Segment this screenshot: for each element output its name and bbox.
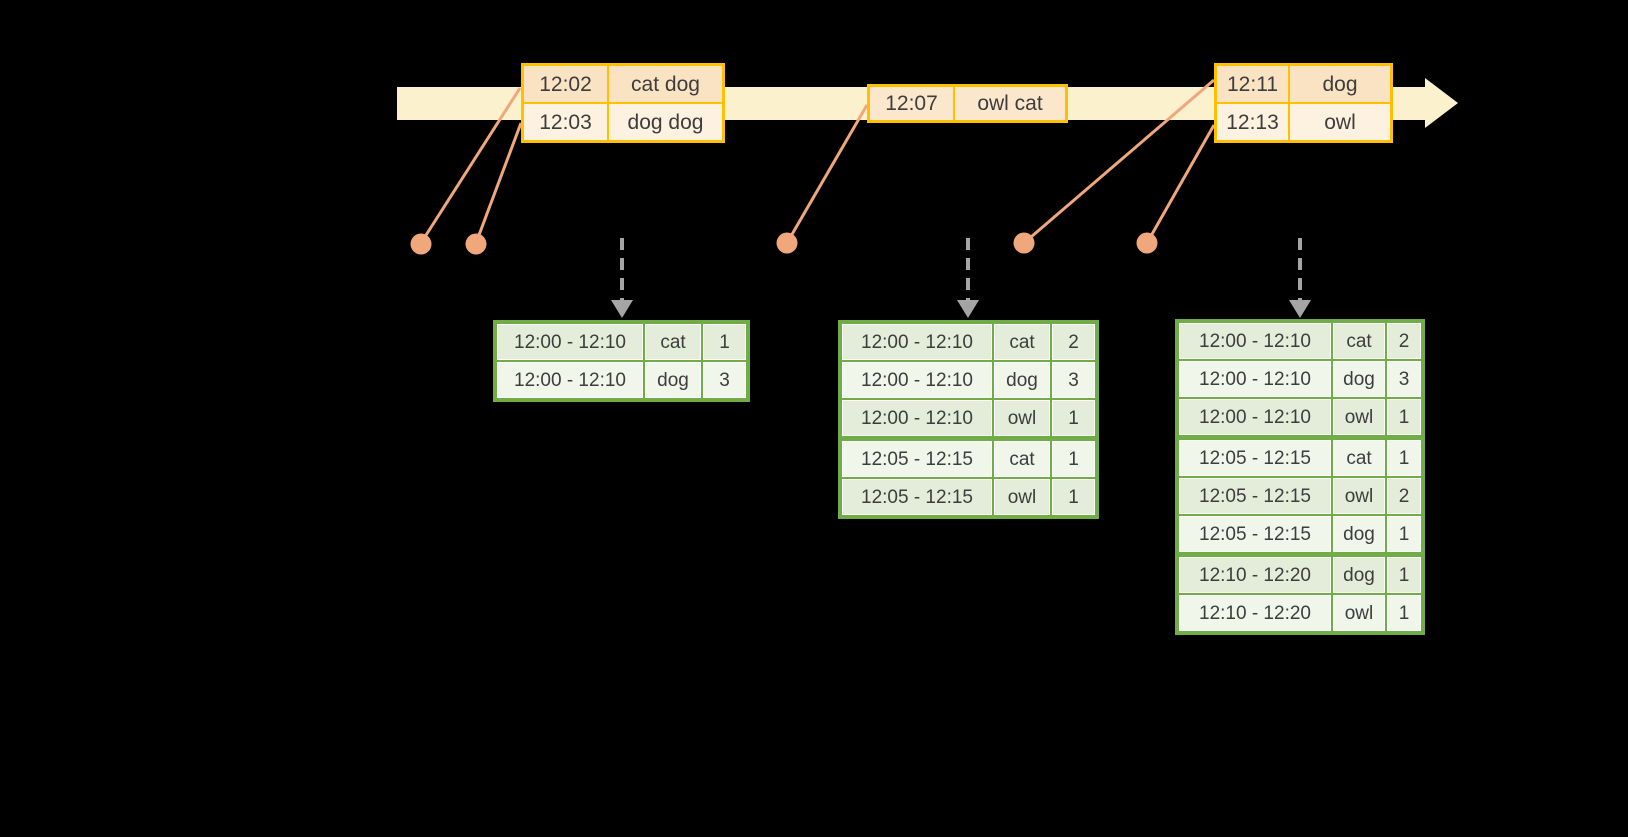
result-row: 12:00 - 12:10 dog 3	[1179, 361, 1421, 397]
count-cell: 2	[1387, 323, 1421, 359]
result-row: 12:10 - 12:20 dog 1	[1179, 557, 1421, 593]
count-cell: 3	[1387, 361, 1421, 397]
connector-line	[474, 122, 523, 244]
result-row: 12:05 - 12:15 cat 1	[842, 441, 1095, 477]
connector-line	[1145, 124, 1216, 244]
window-cell: 12:05 - 12:15	[1179, 478, 1331, 514]
count-cell: 1	[1387, 595, 1421, 631]
count-cell: 3	[1052, 362, 1095, 398]
connector-line	[419, 87, 522, 244]
window-cell: 12:05 - 12:15	[842, 479, 992, 515]
result-row: 12:05 - 12:15 owl 2	[1179, 478, 1421, 514]
word-cell: cat	[645, 324, 701, 360]
result-row: 12:00 - 12:10 cat 1	[497, 324, 746, 360]
word-cell: cat	[1333, 323, 1385, 359]
trigger-arrows	[620, 238, 1302, 301]
event-row: 12:03 dog dog	[524, 102, 722, 140]
window-cell: 12:10 - 12:20	[1179, 557, 1331, 593]
window-cell: 12:10 - 12:20	[1179, 595, 1331, 631]
word-cell: owl	[1333, 595, 1385, 631]
window-cell: 12:00 - 12:10	[497, 362, 643, 398]
count-cell: 1	[1387, 399, 1421, 435]
word-cell: dog	[1333, 516, 1385, 552]
connector-line	[785, 104, 869, 244]
event-words-cell: owl	[1288, 104, 1390, 140]
event-table-1: 12:02 cat dog 12:03 dog dog	[521, 63, 725, 143]
word-cell: dog	[994, 362, 1050, 398]
count-cell: 1	[1387, 440, 1421, 476]
event-table-2: 12:07 owl cat	[867, 84, 1068, 123]
event-time-cell: 12:13	[1226, 110, 1279, 134]
window-cell: 12:05 - 12:15	[1179, 440, 1331, 476]
result-table-3: 12:00 - 12:10 cat 2 12:00 - 12:10 dog 3 …	[1175, 319, 1425, 635]
word-cell: dog	[645, 362, 701, 398]
word-cell: cat	[1333, 440, 1385, 476]
down-arrowhead-icon	[1289, 300, 1311, 318]
count-cell: 2	[1052, 324, 1095, 360]
event-words-cell: owl cat	[953, 87, 1065, 120]
connector-line	[1023, 78, 1215, 245]
event-words-cell: dog	[1288, 66, 1390, 102]
word-cell: cat	[994, 324, 1050, 360]
word-cell: cat	[994, 441, 1050, 477]
window-cell: 12:00 - 12:10	[842, 400, 992, 436]
word-cell: dog	[1333, 557, 1385, 593]
count-cell: 1	[1052, 400, 1095, 436]
count-cell: 1	[1052, 441, 1095, 477]
event-dot-icon	[410, 233, 432, 255]
event-row: 12:11 dog	[1217, 66, 1390, 102]
window-cell: 12:00 - 12:10	[1179, 323, 1331, 359]
window-cell: 12:00 - 12:10	[1179, 399, 1331, 435]
result-table-1: 12:00 - 12:10 cat 1 12:00 - 12:10 dog 3	[493, 320, 750, 402]
result-row: 12:10 - 12:20 owl 1	[1179, 595, 1421, 631]
event-time-cell: 12:07	[885, 92, 938, 115]
result-row: 12:00 - 12:10 dog 3	[842, 362, 1095, 398]
event-dot-icon	[1136, 232, 1158, 254]
count-cell: 1	[1387, 516, 1421, 552]
word-cell: owl	[1333, 478, 1385, 514]
window-cell: 12:00 - 12:10	[842, 324, 992, 360]
result-row: 12:05 - 12:15 dog 1	[1179, 516, 1421, 552]
count-cell: 3	[703, 362, 746, 398]
word-cell: dog	[1333, 361, 1385, 397]
result-row: 12:00 - 12:10 owl 1	[842, 400, 1095, 436]
event-words-cell: dog dog	[607, 104, 722, 140]
word-cell: owl	[1333, 399, 1385, 435]
window-cell: 12:00 - 12:10	[1179, 361, 1331, 397]
window-cell: 12:00 - 12:10	[497, 324, 643, 360]
result-row: 12:05 - 12:15 owl 1	[842, 479, 1095, 515]
result-row: 12:00 - 12:10 owl 1	[1179, 399, 1421, 435]
event-time-cell: 12:02	[539, 72, 592, 96]
timeline-arrowhead-icon	[1425, 78, 1458, 128]
event-table-3: 12:11 dog 12:13 owl	[1214, 63, 1393, 143]
word-cell: owl	[994, 400, 1050, 436]
result-row: 12:00 - 12:10 dog 3	[497, 362, 746, 398]
count-cell: 1	[1052, 479, 1095, 515]
event-dot-icon	[776, 232, 798, 254]
event-dot-icon	[465, 233, 487, 255]
event-row: 12:02 cat dog	[524, 66, 722, 102]
result-row: 12:05 - 12:15 cat 1	[1179, 440, 1421, 476]
event-words-cell: cat dog	[607, 66, 722, 102]
event-row: 12:07 owl cat	[870, 87, 1065, 120]
event-dot-icon	[1013, 232, 1035, 254]
event-row: 12:13 owl	[1217, 102, 1390, 140]
result-row: 12:00 - 12:10 cat 2	[842, 324, 1095, 360]
window-cell: 12:00 - 12:10	[842, 362, 992, 398]
count-cell: 1	[703, 324, 746, 360]
result-row: 12:00 - 12:10 cat 2	[1179, 323, 1421, 359]
window-cell: 12:05 - 12:15	[1179, 516, 1331, 552]
event-time-cell: 12:03	[539, 110, 592, 134]
event-time-cell: 12:11	[1227, 72, 1278, 96]
count-cell: 1	[1387, 557, 1421, 593]
word-cell: owl	[994, 479, 1050, 515]
window-cell: 12:05 - 12:15	[842, 441, 992, 477]
result-table-2: 12:00 - 12:10 cat 2 12:00 - 12:10 dog 3 …	[838, 320, 1099, 519]
trigger-arrowheads	[611, 300, 1311, 318]
event-connectors	[419, 78, 1216, 245]
down-arrowhead-icon	[957, 300, 979, 318]
down-arrowhead-icon	[611, 300, 633, 318]
event-markers	[410, 232, 1158, 255]
count-cell: 2	[1387, 478, 1421, 514]
